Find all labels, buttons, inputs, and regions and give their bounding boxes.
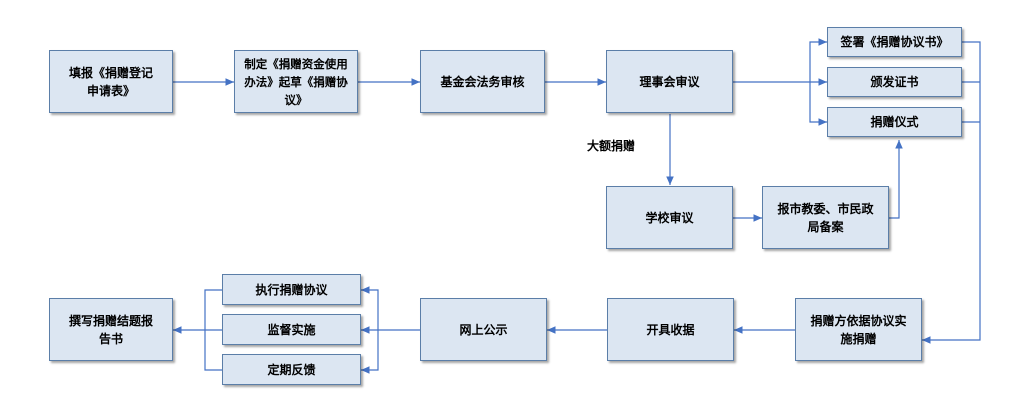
arrow-council-to-sign (733, 38, 827, 83)
node-council-review: 理事会审议 (606, 50, 733, 113)
arrow-publicity-to-execute (361, 286, 379, 330)
node-issue-certificate: 颁发证书 (827, 67, 962, 97)
edge-label-large-donation: 大额捐赠 (587, 139, 636, 153)
node-donor-implement: 捐赠方依据协议实施捐赠 (795, 298, 922, 361)
node-sign-agreement: 签署《捐赠协议书》 (827, 27, 962, 57)
node-fill-form: 填报《捐赠登记申请表》 (49, 50, 173, 113)
node-issue-receipt: 开具收据 (607, 298, 734, 361)
connector-left-group (204, 289, 222, 371)
node-report-filing: 报市教委、市民政局备案 (762, 186, 889, 249)
node-online-publicity: 网上公示 (420, 298, 547, 361)
arrow-report-to-ceremony (889, 140, 903, 219)
arrow-council-to-ceremony (809, 82, 827, 126)
node-execute-agreement: 执行捐赠协议 (222, 274, 361, 305)
arrow-publicity-to-feedback (361, 330, 379, 374)
arrow-right-group-to-donor (922, 41, 981, 340)
node-school-review: 学校审议 (606, 186, 733, 249)
node-supervise: 监督实施 (222, 314, 361, 345)
node-feedback: 定期反馈 (222, 354, 361, 385)
node-donation-ceremony: 捐赠仪式 (827, 107, 962, 137)
node-draft-agreement: 制定《捐赠资金使用办法》起草《捐赠协议》 (234, 50, 358, 113)
node-foundation-review: 基金会法务审核 (420, 50, 545, 113)
node-write-report: 撰写捐赠结题报告书 (49, 298, 173, 361)
